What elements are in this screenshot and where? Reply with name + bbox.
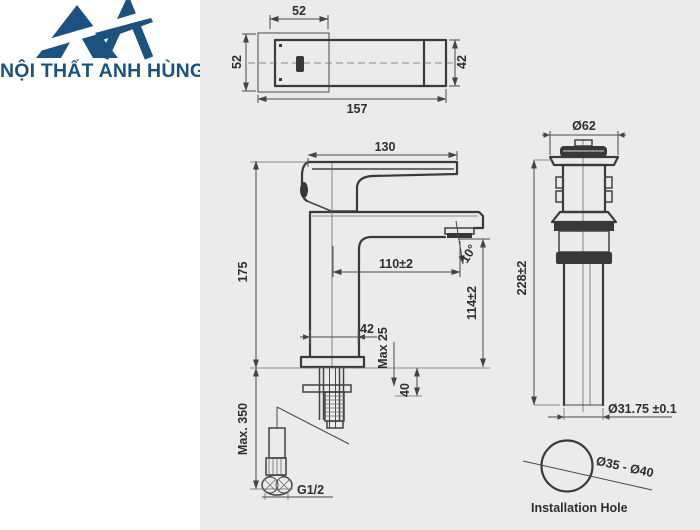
brand-panel: NỘI THẤT ANH HÙNG (0, 0, 206, 530)
installation-hole-label: Installation Hole (531, 501, 628, 515)
dim-handle-length: 130 (375, 140, 396, 154)
installation-hole-view: Ø35 - Ø40 Installation Hole (522, 439, 655, 515)
drain-view: Ø62 228±2 Ø31.75 ±0.1 (515, 119, 677, 420)
dim-spout-height: 114±2 (465, 286, 479, 320)
dim-thread-size: G1/2 (297, 483, 324, 497)
faucet-technical-drawing: 52 52 157 42 (230, 4, 677, 515)
brand-name: NỘI THẤT ANH HÙNG (0, 60, 206, 82)
dim-shank-length: 40 (398, 383, 412, 397)
brand-logo-icon (22, 0, 154, 60)
dim-top-handle-width: 42 (455, 55, 469, 69)
technical-drawing-panel: 52 52 157 42 (200, 0, 700, 530)
dim-spout-reach: 110±2 (379, 257, 413, 271)
dim-total-height: 175 (236, 262, 250, 283)
dim-top-depth: 52 (230, 55, 244, 69)
dim-drain-cap: Ø62 (572, 119, 596, 133)
dim-body-width: 42 (360, 322, 374, 336)
dim-hole-range: Ø35 - Ø40 (595, 454, 655, 480)
front-view: G1/2 130 175 Max. 350 1 (236, 140, 490, 500)
dim-counter-max: Max 25 (376, 327, 390, 369)
dim-drain-pipe: Ø31.75 ±0.1 (608, 402, 677, 416)
dim-top-width: 52 (292, 4, 306, 18)
threaded-shank (324, 391, 345, 429)
dim-aerator-angle: 10° (458, 242, 480, 265)
logo-mark-aa-icon (22, 0, 154, 60)
top-view: 52 52 157 42 (230, 4, 469, 116)
dim-top-length: 157 (347, 102, 368, 116)
dim-hose-max: Max. 350 (236, 403, 250, 455)
supply-hose (261, 406, 350, 500)
dim-drain-length: 228±2 (515, 261, 529, 296)
